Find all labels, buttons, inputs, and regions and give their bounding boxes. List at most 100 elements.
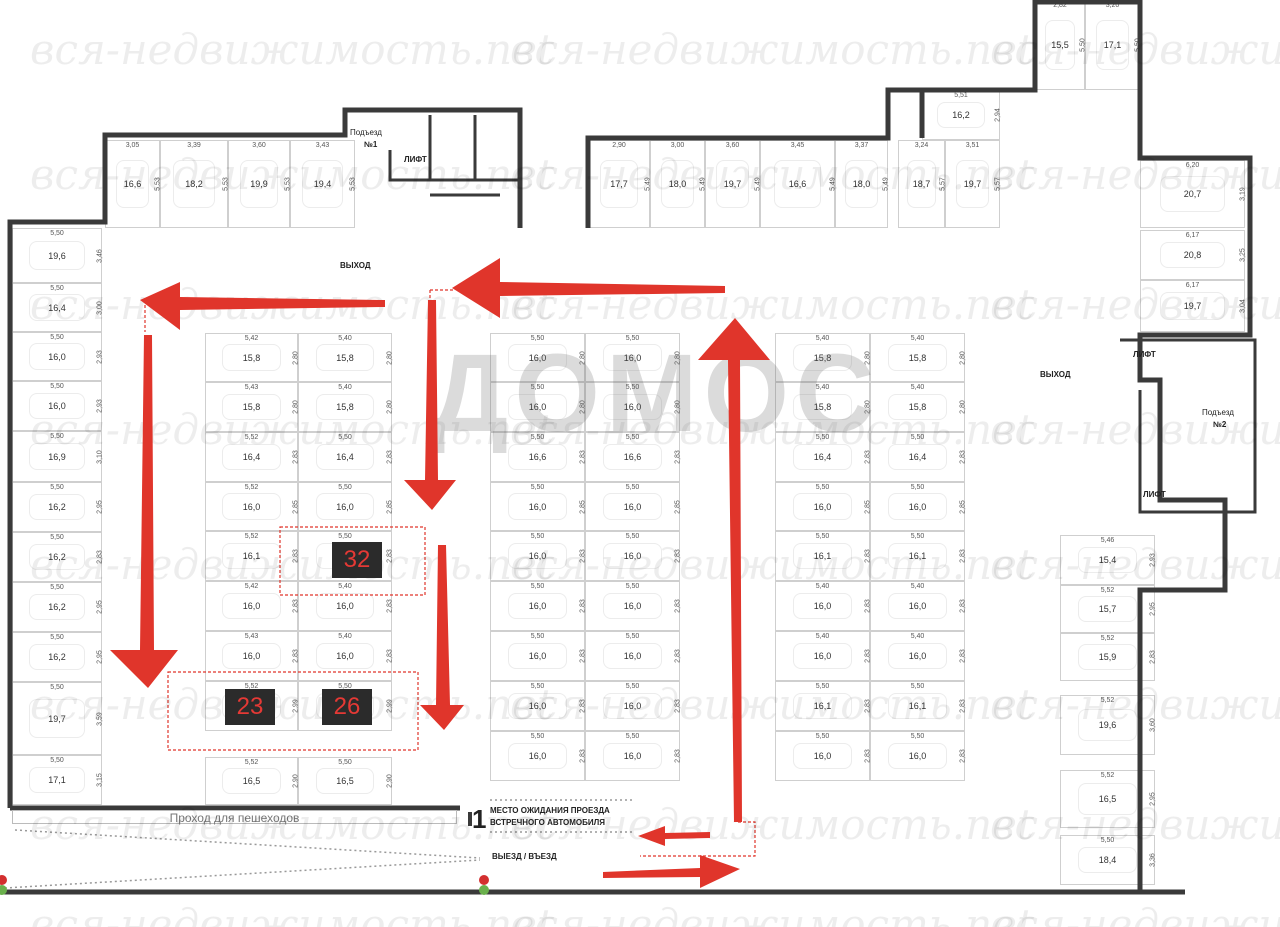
spot-area: 15,4 — [1098, 555, 1117, 565]
spot-area: 16,0 — [528, 701, 547, 711]
spot-area: 16,0 — [528, 651, 547, 661]
highlighted-spot-26[interactable]: 26 — [322, 689, 372, 725]
car-outline-icon — [792, 592, 853, 620]
spot-width-dimension: 5,50 — [910, 434, 925, 441]
spot-area: 15,8 — [242, 402, 261, 412]
spot-area: 16,0 — [908, 751, 927, 761]
entrance1-label: Подъезд — [350, 128, 382, 137]
highlighted-spot-32[interactable]: 32 — [332, 542, 382, 578]
car-outline-icon — [602, 542, 663, 570]
spot-width-dimension: 5,40 — [815, 583, 830, 590]
spot-width-dimension: 5,50 — [910, 733, 925, 740]
spot-area: 19,6 — [1098, 720, 1117, 730]
spot-width-dimension: 3,43 — [315, 142, 330, 149]
spot-width-dimension: 3,24 — [914, 142, 929, 149]
spot-width-dimension: 5,50 — [530, 434, 545, 441]
spot-area: 16,0 — [813, 501, 832, 512]
car-outline-icon — [1159, 292, 1226, 320]
entrance1-inner — [388, 115, 520, 197]
spot-area: 17,1 — [48, 775, 66, 785]
car-outline-icon — [887, 393, 948, 421]
highlighted-spot-23[interactable]: 23 — [225, 689, 275, 725]
